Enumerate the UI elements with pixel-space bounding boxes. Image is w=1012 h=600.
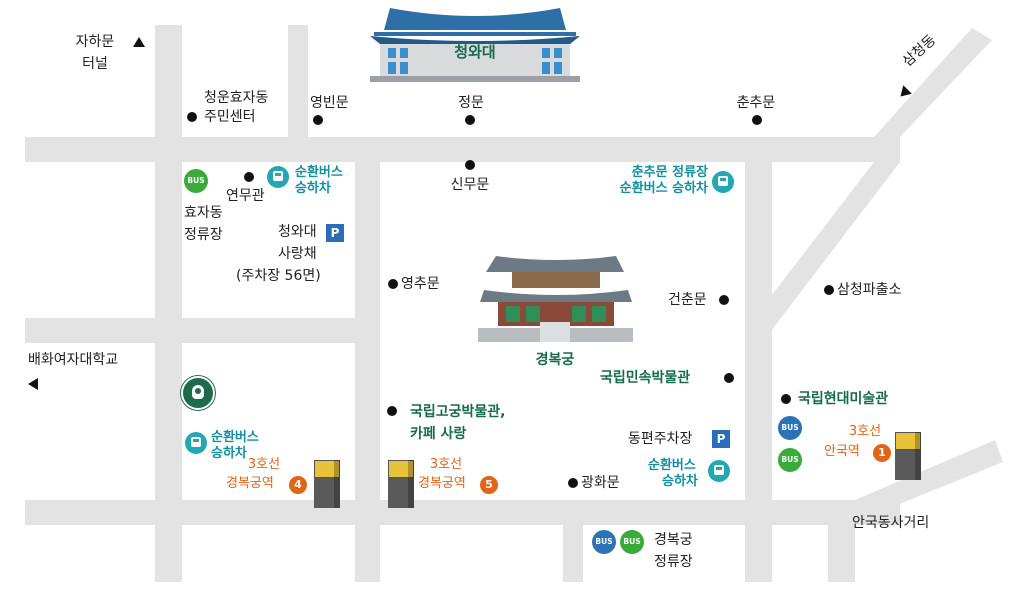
marker-dot-icon [752,115,762,125]
road-diag-mid [745,162,900,365]
circular-bus-sub-label: 승하차 [295,181,331,196]
parking-56-label: (주차장 56면) [236,268,321,284]
marker-dot-icon [465,115,475,125]
bus-stop-blue-icon: BUS [778,416,802,440]
road-south-east [828,500,855,582]
road-south-stub [563,525,583,582]
mmca-label: 국립현대미술관 [798,391,889,407]
bus-stop-blue-icon: BUS [592,530,616,554]
yeonmugwan-label: 연무관 [226,188,265,204]
circular-bus-label: 순환버스 [295,165,343,180]
cheongwadae-building-icon [370,8,580,82]
community-center-label: 주민센터 [204,109,256,125]
folk-museum-label: 국립민속박물관 [600,370,691,386]
bus-stop-green-icon: BUS [778,448,802,472]
subway-exit-icon [314,460,340,508]
gwanghwamun-label: 광화문 [581,475,620,491]
subway-exit-icon [895,432,921,480]
circular-bus-sub-label: 승하차 [662,474,698,489]
circular-bus-icon [185,432,207,454]
road-short-north [288,25,308,137]
gyeongbokgung-stop-label: 경복궁 [654,532,693,548]
line3-label: 3호선 [429,457,463,472]
yeongbinmun-label: 영빈문 [310,95,349,111]
exit-number-badge: 5 [480,476,498,494]
marker-dot-icon [568,478,578,488]
chunchumun-stop-label: 춘추문 정류장 [631,165,708,180]
ewha-label: 배화여자대학교 [28,352,119,368]
palace-museum-label: 국립고궁박물관, [410,404,506,420]
hyojadong-stop-label: 정류장 [184,227,223,243]
gyeongbokgung-stop-sub-label: 정류장 [654,554,693,570]
marker-dot-icon [824,285,834,295]
hyojadong-label: 효자동 [184,205,223,221]
road-west [155,25,182,582]
circular-bus-sub-label: 승하차 [211,446,247,461]
bus-stop-green-icon: BUS [184,169,208,193]
road-diag-anguk [855,440,1003,522]
tunnel-label: 터널 [82,56,108,72]
jahamun-label: 자하문 [75,34,115,50]
anguk-intersection-label: 안국동사거리 [852,515,930,531]
marker-dot-icon [244,172,254,182]
parking-icon: P [712,430,730,448]
circular-bus-label: 순환버스 [648,458,696,473]
road-mid-west [355,162,380,582]
subway-exit-icon [388,460,414,508]
gyeongbokgung-label: 경복궁 [535,352,575,368]
sarangchae-label-2: 사랑채 [278,246,317,262]
chunchumun-label: 춘추문 [736,95,776,111]
exit-number-badge: 4 [289,476,307,494]
parking-icon: P [326,224,344,242]
sarangchae-label-1: 청와대 [278,224,317,240]
cafe-sarang-label: 카페 사랑 [410,426,467,442]
samcheong-police-label: 삼청파출소 [837,282,902,298]
circular-bus-icon [267,166,289,188]
marker-dot-icon [187,112,197,122]
starbucks-logo-icon [181,376,215,410]
marker-dot-icon [465,160,475,170]
gyeongbokgung-station-label: 경복궁역 [226,476,274,491]
road-west-mid [25,318,355,343]
gyeongbokgung-station-label: 경복궁역 [418,476,466,491]
chunchumun-stop-sub-label: 순환버스 승하차 [619,181,708,196]
sinmumun-label: 신무문 [450,177,490,193]
circular-bus-icon [712,171,734,193]
anguk-station-label: 안국역 [824,444,860,459]
road-mid-east [745,162,772,582]
circular-bus-label: 순환버스 [211,430,259,445]
exit-number-badge: 1 [873,444,891,462]
line3-label: 3호선 [247,457,281,472]
gyeongbokgung-palace-icon [478,256,633,342]
road-diag-samcheong [874,28,992,137]
east-parking-label: 동편주차장 [628,431,693,447]
jeongmun-label: 정문 [458,95,484,111]
marker-dot-icon [387,406,397,416]
marker-dot-icon [719,295,729,305]
cheongun-label: 청운효자동 [204,90,269,106]
yeongchumun-label: 영추문 [401,276,440,292]
direction-arrow-icon [133,37,145,47]
geonchunmun-label: 건춘문 [668,292,707,308]
direction-arrow-icon [28,378,38,390]
line3-label: 3호선 [848,424,882,439]
marker-dot-icon [388,279,398,289]
cheongwadae-label: 청와대 [454,43,496,61]
marker-dot-icon [313,115,323,125]
marker-dot-icon [781,394,791,404]
bus-stop-green-icon: BUS [620,530,644,554]
circular-bus-icon [708,460,730,482]
marker-dot-icon [724,373,734,383]
